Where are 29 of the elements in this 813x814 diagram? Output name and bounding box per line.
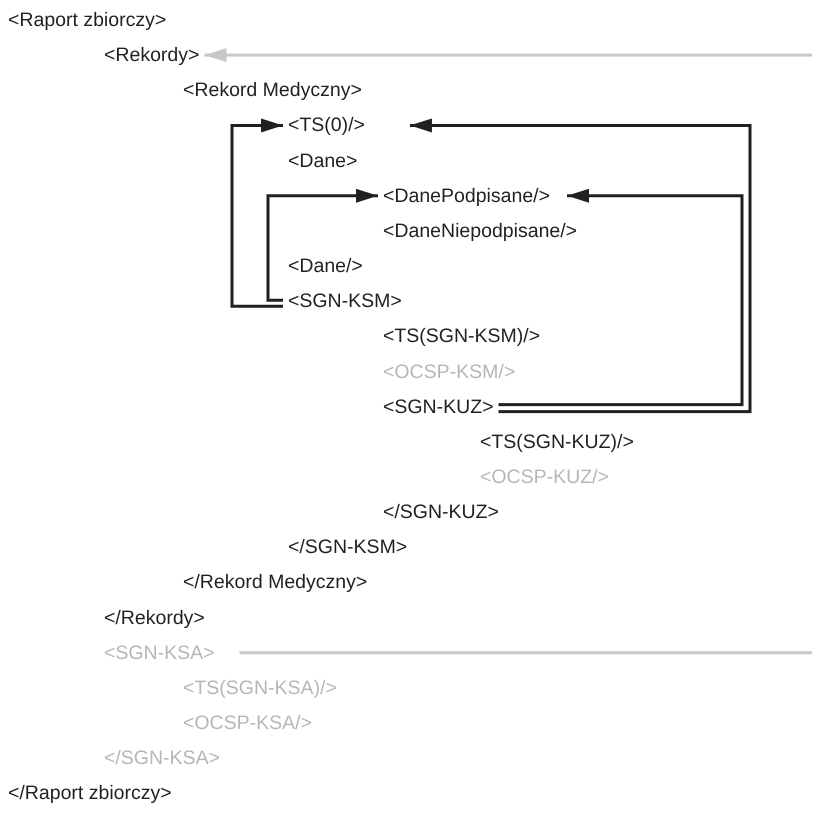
xml-tag-text: <SGN-KSA> [99,640,220,665]
arrow [410,118,752,414]
xml-tag-text: </SGN-KUZ> [382,500,500,524]
connector-line [240,651,812,654]
xml-tag-text: </SGN-KSA> [103,746,221,770]
xml-tag-text: <DaneNiepodpisane/> [382,218,578,243]
arrow [498,188,744,406]
xml-tag-text: <SGN-KUZ> [378,394,499,419]
xml-tag-text: <Rekordy> [99,43,204,68]
xml-tag-text: </Raport zbiorczy> [7,781,173,806]
xml-tag-text: <TS(0)/> [283,113,370,138]
xml-tag-text: <TS(SGN-KUZ)/> [479,430,635,454]
arrow [266,188,378,302]
arrow [204,48,812,62]
xml-tag-text: <OCSP-KSM/> [382,360,516,384]
xml-tag-text: <Dane> [287,148,358,173]
xml-tag-text: <OCSP-KSA/> [182,711,313,735]
xml-tag-text: </Rekord Medyczny> [182,570,368,594]
arrow [230,118,283,308]
xml-tag-text: <Rekord Medyczny> [182,78,363,102]
xml-tag-text: </Rekordy> [103,606,206,630]
xml-tag-text: <OCSP-KUZ/> [479,464,610,489]
xml-tag-text: <Raport zbiorczy> [7,8,168,32]
xml-tag-text: <Dane/> [287,254,364,278]
xml-tag-text: <TS(SGN-KSM)/> [382,324,542,348]
xml-tag-text: <DanePodpisane/> [378,184,555,208]
xml-tag-text: <SGN-KSM> [283,289,407,314]
xml-tag-text: <TS(SGN-KSA)/> [182,676,338,700]
xml-tag-text: </SGN-KSM> [287,535,408,560]
